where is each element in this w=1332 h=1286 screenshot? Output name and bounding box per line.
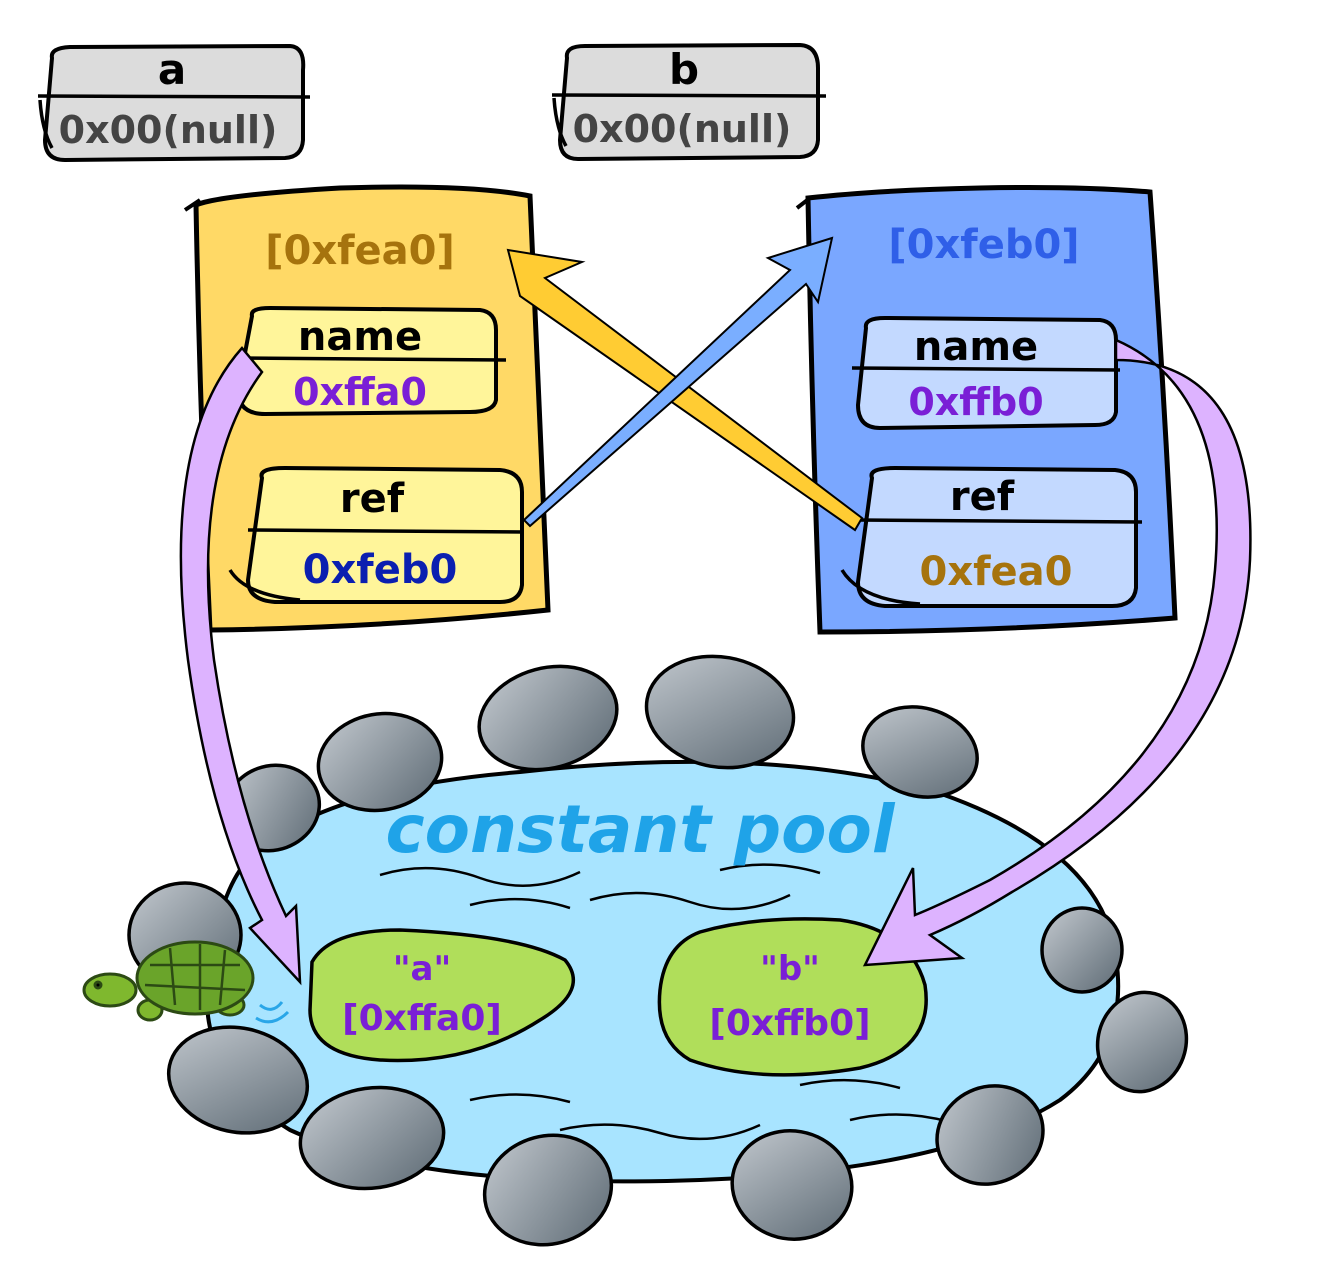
- rock: [1095, 990, 1189, 1094]
- pool-entry-a-literal: "a": [393, 949, 451, 989]
- rock: [298, 1085, 446, 1191]
- rock: [1040, 906, 1124, 994]
- variable-b: b 0x00(null): [551, 42, 827, 162]
- rock: [644, 654, 796, 770]
- arrow-ref-a-to-b: [522, 236, 834, 528]
- pool-entry-b-address: [0xffb0]: [709, 1003, 870, 1044]
- object-b-name-value: 0xffb0: [908, 380, 1043, 424]
- object-a-name-value: 0xffa0: [293, 370, 427, 414]
- pool-entry-b: "b" [0xffb0]: [657, 917, 928, 1077]
- variable-a: a 0x00(null): [37, 43, 311, 163]
- object-a: [0xfea0] name 0xffa0 ref 0xfeb0: [183, 184, 551, 633]
- object-b-name-field: name 0xffb0: [851, 315, 1121, 431]
- object-b: [0xfeb0] name 0xffb0 ref 0xfea0: [795, 185, 1178, 635]
- object-b-ref-label: ref: [950, 474, 1015, 520]
- rock: [935, 1084, 1045, 1186]
- arrow-name-a-to-pool: [179, 346, 302, 986]
- variable-a-value: 0x00(null): [59, 108, 278, 152]
- pool-entry-a: "a" [0xffa0]: [308, 928, 575, 1063]
- rock: [482, 1133, 614, 1247]
- variable-b-value: 0x00(null): [573, 107, 792, 151]
- object-b-ref-field: ref 0xfea0: [840, 465, 1143, 608]
- object-b-name-label: name: [914, 324, 1038, 370]
- object-a-ref-label: ref: [340, 476, 405, 522]
- rocks: [127, 654, 1189, 1247]
- constant-pool-title: constant pool: [386, 791, 896, 868]
- turtle-illustration: [82, 940, 290, 1024]
- object-a-name-label: name: [298, 314, 422, 360]
- variable-a-name: a: [158, 45, 186, 94]
- object-a-ref-field: ref 0xfeb0: [228, 465, 525, 604]
- pool-entry-b-literal: "b": [760, 949, 820, 989]
- object-a-ref-value: 0xfeb0: [303, 547, 458, 593]
- rock: [730, 1129, 854, 1241]
- object-a-name-field: name 0xffa0: [233, 305, 507, 417]
- variable-b-name: b: [669, 45, 699, 94]
- object-b-address: [0xfeb0]: [888, 222, 1079, 268]
- rock: [316, 711, 444, 813]
- rock: [861, 705, 979, 799]
- arrow-name-b-to-pool: [862, 338, 1252, 967]
- object-a-address: [0xfea0]: [265, 228, 455, 274]
- rock: [477, 664, 619, 772]
- object-b-ref-value: 0xfea0: [920, 549, 1073, 595]
- rock: [166, 1025, 310, 1135]
- pool-entry-a-address: [0xffa0]: [342, 998, 502, 1039]
